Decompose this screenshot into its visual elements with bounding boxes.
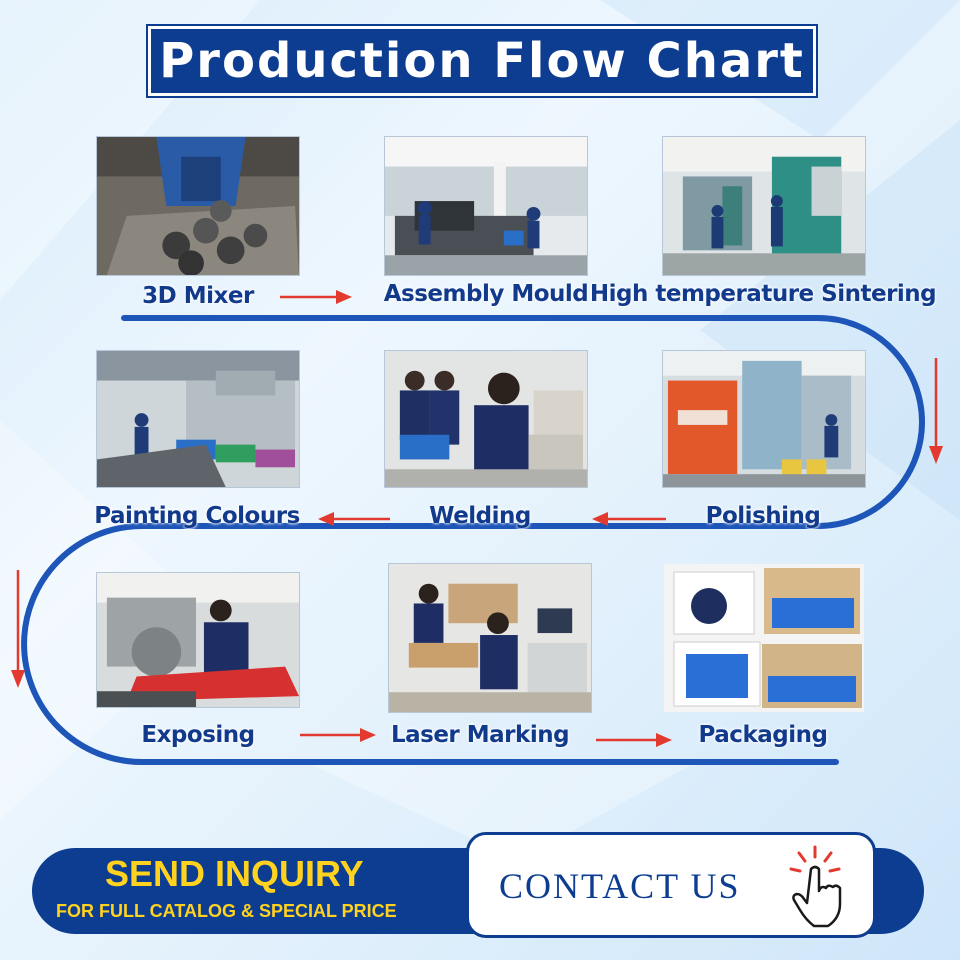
step-label-sintering: High temperature Sintering [589,281,937,307]
step-label-painting-colours: Painting Colours [94,503,300,529]
arrow-right-icon [280,290,352,304]
arrow-left-icon [592,512,666,526]
packaging-photo [664,564,864,712]
arrow-down-icon [11,570,25,688]
laser-marking-photo [388,563,592,713]
step-label-assembly-mould: Assembly Mould [383,281,589,307]
step-label-polishing: Polishing [705,503,821,529]
arrow-right-icon [596,733,672,747]
page-title: Production Flow Chart [159,33,805,89]
arrow-down-icon [929,358,943,464]
welding-photo [384,350,588,488]
step-label-3d-mixer: 3D Mixer [142,283,254,309]
sintering-photo [662,136,866,276]
step-label-packaging: Packaging [698,722,828,748]
step-label-exposing: Exposing [141,722,255,748]
arrow-right-icon [300,728,376,742]
flow-line [21,315,925,765]
pointing-hand-icon [789,845,842,928]
step-label-welding: Welding [429,503,531,529]
exposing-photo [96,572,300,708]
mixer-photo [96,136,300,276]
step-label-laser-marking: Laser Marking [390,722,570,748]
assembly-mould-photo [384,136,588,276]
contact-us-button[interactable]: CONTACT US [466,832,876,938]
send-inquiry-heading[interactable]: SEND INQUIRY [105,853,364,894]
polishing-photo [662,350,866,488]
contact-us-label: CONTACT US [499,866,741,906]
arrow-left-icon [318,512,390,526]
title-banner: Production Flow Chart [148,26,816,96]
painting-photo [96,350,300,488]
send-inquiry-subtitle: FOR FULL CATALOG & SPECIAL PRICE [56,901,397,921]
